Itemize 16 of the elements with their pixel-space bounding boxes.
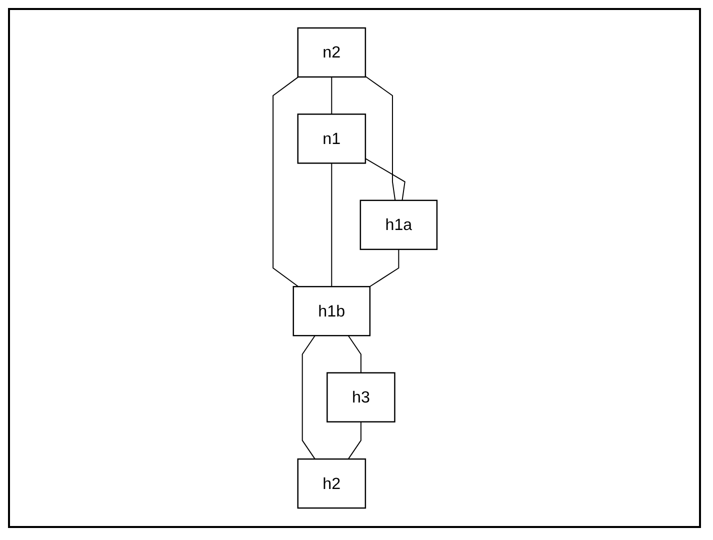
connector [272,76,298,288]
node-box [296,27,366,78]
connector [347,421,361,460]
connector [364,158,405,201]
node-box [296,114,366,164]
connector [347,335,361,374]
node-box [359,200,438,250]
connector [301,335,315,460]
connector [330,162,332,288]
connector [368,248,399,288]
diagram-frame: n2 n1 h1a h1b h3 h2 [8,8,701,528]
node-box [326,372,395,422]
connector [364,76,396,201]
node-box [296,458,366,509]
node-box [292,286,370,336]
connector [330,76,332,115]
